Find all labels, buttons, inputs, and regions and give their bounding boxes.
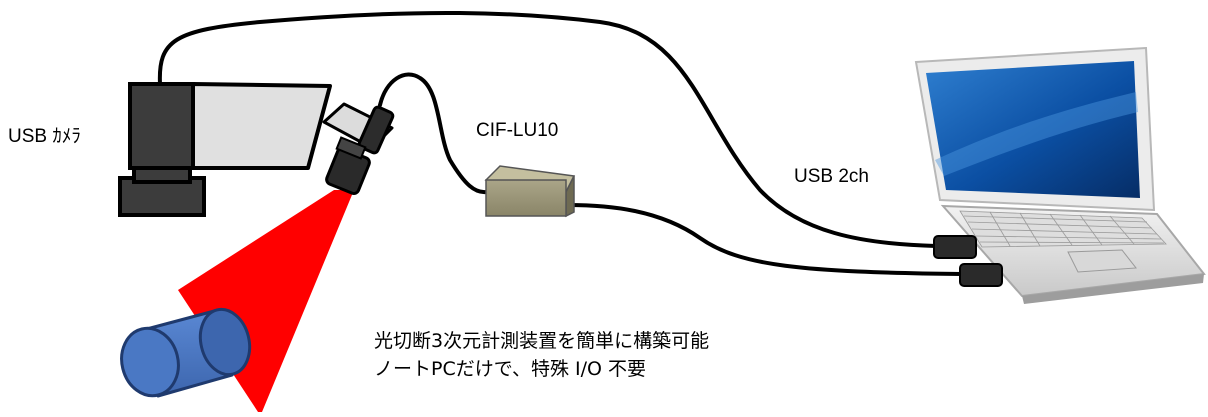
- usb-plug-2: [959, 263, 1003, 287]
- camera-lens-ring: [357, 105, 395, 155]
- usb-label: USB 2ch: [794, 166, 869, 187]
- cables: [157, 10, 964, 276]
- camera-body: [191, 82, 332, 170]
- caption-line-1: 光切断3次元計測装置を簡単に構築可能: [374, 330, 710, 352]
- usb-plugs: [933, 235, 1003, 287]
- laser-cable: [378, 72, 488, 195]
- converter-box: [484, 165, 576, 218]
- target-cylinder: [120, 307, 252, 398]
- converter-usb-cable: [566, 203, 964, 276]
- camera-rear-block: [128, 82, 195, 170]
- laptop-screen: [926, 61, 1140, 198]
- caption-line-2: ノートPCだけで、特殊 I/O 不要: [374, 358, 647, 380]
- usb-plug-1: [933, 235, 977, 259]
- laptop: [914, 46, 1206, 304]
- laptop-touchpad: [1067, 249, 1137, 273]
- camera-label: USB ｶﾒﾗ: [8, 126, 81, 147]
- converter-label: CIF-LU10: [476, 120, 559, 141]
- camera-usb-cable: [157, 10, 938, 248]
- usb-camera: [118, 82, 395, 217]
- laser-projector: [325, 136, 371, 195]
- laptop-keyboard: [959, 210, 1167, 248]
- caption: 光切断3次元計測装置を簡単に構築可能 ノートPCだけで、特殊 I/O 不要: [374, 327, 709, 383]
